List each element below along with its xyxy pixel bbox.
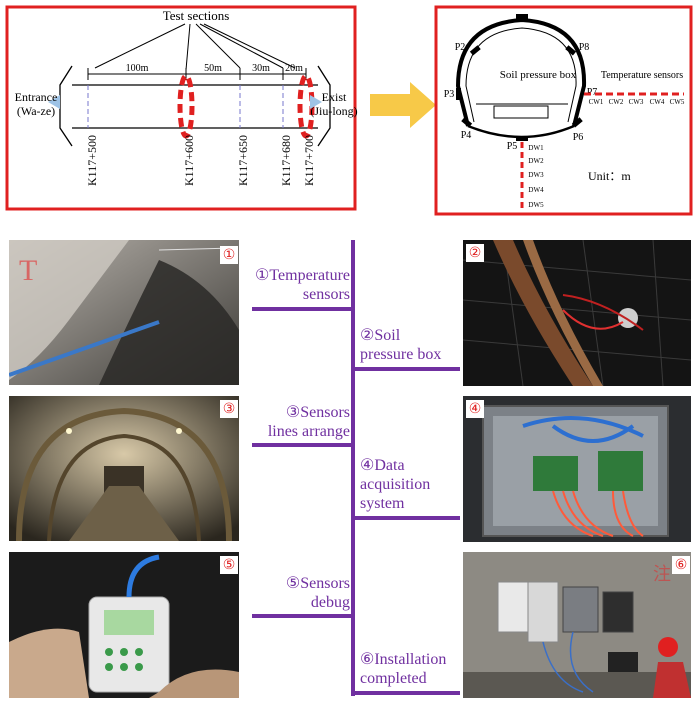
- section-marker-600: [177, 73, 195, 139]
- entrance-label-2: (Wa-ze): [17, 104, 55, 118]
- yellow-arrow-icon: [370, 82, 436, 128]
- cw2-label: CW2: [609, 98, 624, 106]
- photo-temperature-sensors: T: [9, 240, 239, 385]
- dw3-label: DW3: [528, 171, 544, 179]
- entrance-arrow-icon: [48, 95, 60, 109]
- svg-text:T: T: [19, 254, 37, 287]
- step-label-6: ⑥Installation completed: [360, 651, 447, 687]
- station-label-680: K117+680: [279, 135, 293, 186]
- pressure-box-markers: [456, 14, 583, 141]
- cw1-label: CW1: [589, 98, 604, 106]
- dist-label-2: 50m: [204, 63, 222, 74]
- unit-label: Unit：m: [588, 169, 631, 183]
- flow-branch-1: [252, 307, 353, 311]
- step-label-1: ①Temperature sensors: [255, 267, 350, 303]
- temperature-sensors-label: Temperature sensors: [601, 70, 683, 81]
- flow-main-spine: [351, 240, 355, 696]
- step-label-2: ②Soil pressure box: [360, 327, 442, 363]
- point-p3: P3: [444, 89, 455, 100]
- test-sections-title: Test sections: [163, 8, 230, 23]
- panel-frame-right: [434, 5, 693, 216]
- photo-sensor-lines: [9, 396, 239, 541]
- step-label-4: ④Data acquisition system: [360, 457, 431, 512]
- station-label-650: K117+650: [236, 135, 250, 186]
- cw5-label: CW5: [670, 98, 685, 106]
- exit-label-2: (Jiu-long): [310, 104, 357, 118]
- flow-branch-6: [353, 691, 460, 695]
- step-badge-2: ②: [466, 244, 484, 262]
- exit-label-1: Exist: [322, 90, 347, 104]
- dw5-label: DW5: [528, 201, 544, 209]
- flow-branch-2: [353, 367, 460, 371]
- soil-pressure-box-label: Soil pressure box: [500, 69, 577, 81]
- dist-label-3: 30m: [252, 63, 270, 74]
- dist-label-4: 20m: [285, 63, 303, 74]
- photo-soil-pressure-box: [463, 240, 691, 386]
- step-badge-3: ③: [220, 400, 238, 418]
- point-p2: P2: [455, 42, 466, 53]
- step-badge-1: ①: [220, 246, 238, 264]
- point-p8: P8: [579, 42, 590, 53]
- photo-installation-completed: 注: [463, 552, 691, 698]
- cw4-label: CW4: [650, 98, 665, 106]
- exit-arrow-icon: [310, 95, 322, 109]
- step-label-3: ③Sensors lines arrange: [267, 404, 350, 440]
- step-badge-4: ④: [466, 400, 484, 418]
- point-p6: P6: [573, 132, 584, 143]
- flow-branch-3: [252, 443, 353, 447]
- dw4-label: DW4: [528, 186, 544, 194]
- point-p5: P5: [507, 141, 518, 152]
- svg-text:注: 注: [653, 564, 671, 584]
- section-dashed-lines: [87, 85, 284, 128]
- step-badge-5: ⑤: [220, 556, 238, 574]
- point-p7: P7: [587, 87, 598, 98]
- flow-branch-5: [252, 614, 353, 618]
- entrance-label-1: Entrance: [15, 90, 58, 104]
- photo-data-acquisition: [463, 396, 691, 542]
- cw3-label: CW3: [629, 98, 644, 106]
- point-p1: P1: [517, 14, 528, 25]
- title-leader-lines: [94, 23, 296, 71]
- station-label-700: K117+700: [302, 135, 316, 186]
- photo-sensors-debug: [9, 552, 239, 698]
- dw1-label: DW1: [528, 144, 544, 152]
- station-label-600: K117+600: [182, 135, 196, 186]
- step-label-5: ⑤Sensors debug: [285, 575, 350, 611]
- test-sections-diagram: Test sections 100m 50m 30m 20m: [5, 5, 358, 211]
- point-p4: P4: [461, 130, 472, 141]
- dimension-line: [87, 68, 307, 80]
- dist-label-1: 100m: [126, 63, 149, 74]
- cross-section-diagram: P1 P2 P3 P4 P5 P6 P7 P8 Soil pressure bo…: [434, 5, 693, 216]
- step-badge-6: ⑥: [672, 556, 690, 574]
- dw2-label: DW2: [528, 157, 544, 165]
- flow-branch-4: [353, 516, 460, 520]
- station-label-500: K117+500: [85, 135, 99, 186]
